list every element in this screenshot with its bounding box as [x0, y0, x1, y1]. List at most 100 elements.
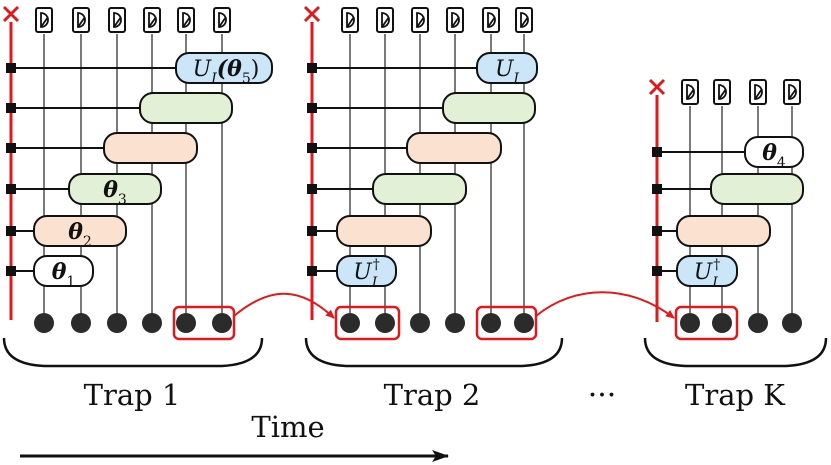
trap-k-control-square — [652, 226, 662, 236]
measurement-meter-icon — [376, 7, 394, 33]
qubit-dot-icon — [514, 313, 534, 333]
measurement-meter-needle — [346, 16, 355, 28]
measurement-meter-frame — [749, 79, 767, 105]
measurement-meter-needle — [754, 88, 763, 100]
trap-2-gate-0-label: UI — [495, 57, 520, 87]
measurement-meter-needle — [788, 88, 797, 100]
measurement-meter-frame — [713, 79, 731, 105]
trap-2-control-square — [307, 63, 317, 73]
trap-k-gate-box — [676, 255, 738, 287]
reset-cross-icon — [2, 5, 20, 23]
measurement-meter-icon — [72, 7, 90, 33]
measurement-meter-needle — [148, 16, 157, 28]
qubit-dot-icon — [712, 313, 732, 333]
qubit-dot-icon — [680, 313, 700, 333]
measurement-meter-frame — [411, 7, 429, 33]
trap-1-gate-5: θ1 — [33, 255, 94, 290]
reset-cross-icon — [303, 5, 321, 23]
trap-1-control-square — [6, 63, 16, 73]
measurement-meter-needle — [218, 16, 227, 28]
qubit-dot-icon — [410, 313, 430, 333]
trap-2-gate-3 — [372, 173, 467, 205]
trap-k-gate-box — [710, 173, 804, 205]
trap-2-gate-box — [372, 173, 467, 205]
trap-1-transfer-box — [172, 305, 236, 341]
trap-1-control-square — [6, 266, 16, 276]
measurement-meter-icon — [411, 7, 429, 33]
measurement-meter-icon — [213, 7, 231, 33]
measurement-meter-icon — [783, 79, 801, 105]
trap-1-gate-3-label: θ3 — [103, 177, 127, 208]
trap-1-gate-box — [103, 132, 198, 164]
trap-2-gate-2 — [406, 132, 502, 164]
measurement-meter-frame — [177, 7, 195, 33]
measurement-meter-needle — [416, 16, 425, 28]
measurement-meter-frame — [376, 7, 394, 33]
trap-2-gate-box — [336, 255, 397, 287]
trap-1-control-square — [6, 103, 16, 113]
measurement-meter-icon — [482, 7, 500, 33]
measurement-meter-icon — [681, 79, 699, 105]
measurement-meter-frame — [783, 79, 801, 105]
transfer-arrow-1-2 — [233, 292, 335, 319]
qubit-dot-icon — [176, 313, 196, 333]
trap-1-gate-box — [175, 52, 273, 84]
measurement-meter-frame — [108, 7, 126, 33]
measurement-meter-needle — [718, 88, 727, 100]
measurement-meter-needle — [77, 16, 86, 28]
trap-2-control-square — [307, 226, 317, 236]
measurement-meter-icon — [713, 79, 731, 105]
qubit-dot-icon — [142, 313, 162, 333]
measurement-meter-frame — [482, 7, 500, 33]
trap-1-control-square — [6, 143, 16, 153]
measurement-meter-frame — [446, 7, 464, 33]
trap-k-control-square — [652, 266, 662, 276]
measurement-meter-needle — [113, 16, 122, 28]
trap-k-control-square — [652, 184, 662, 194]
trap-1-gate-box — [33, 215, 127, 247]
qubit-dot-icon — [782, 313, 802, 333]
trap-2-gate-5: U†I — [336, 255, 397, 291]
trap-2-gate-5-label: U†I — [353, 257, 380, 291]
measurement-meter-frame — [35, 7, 53, 33]
trap-2-gate-0: UI — [476, 52, 538, 87]
trap-k-transfer-box — [674, 305, 739, 341]
measurement-meter-needle — [686, 88, 695, 100]
measurement-meter-icon — [341, 7, 359, 33]
measurement-meter-frame — [72, 7, 90, 33]
trap-2-trap-bowl — [304, 337, 564, 368]
trap-1-gate-0: UI(θ5) — [175, 52, 273, 87]
trap-1-control-square — [6, 184, 16, 194]
qubit-dot-icon — [445, 313, 465, 333]
trap-k-gate-1 — [710, 173, 804, 205]
measurement-meter-icon — [143, 7, 161, 33]
qubit-dot-icon — [212, 313, 232, 333]
trap-2-control-square — [307, 184, 317, 194]
measurement-meter-icon — [35, 7, 53, 33]
trap-1-gate-box — [139, 92, 233, 124]
trap-1-gate-0-label: UI(θ5) — [193, 56, 260, 87]
time-label: Time — [251, 410, 324, 444]
trap-1-gate-4-label: θ2 — [68, 219, 92, 250]
measurement-meter-icon — [515, 7, 533, 33]
trap-k-label: Trap K — [685, 378, 786, 412]
trap-2-transfer-box — [334, 305, 401, 341]
trap-2-transfer-box — [475, 305, 538, 341]
trap-k-gate-2 — [676, 215, 771, 247]
trap-k-gate-box — [676, 215, 771, 247]
qubit-dot-icon — [748, 313, 768, 333]
trap-1-gate-3: θ3 — [68, 173, 162, 208]
trap-2-gate-box — [406, 132, 502, 164]
trap-k-gate-0-label: θ4 — [762, 140, 786, 171]
trap-2-control-square — [307, 143, 317, 153]
measurement-meter-needle — [487, 16, 496, 28]
qubit-dot-icon — [107, 313, 127, 333]
trap-1-gate-5-label: θ1 — [52, 259, 76, 290]
measurement-meter-needle — [520, 16, 529, 28]
transfer-arrow-2-k — [535, 291, 675, 319]
measurement-meter-icon — [446, 7, 464, 33]
trap-2-label: Trap 2 — [384, 378, 481, 412]
trap-2-gate-box — [476, 52, 538, 84]
ellipsis: ··· — [588, 378, 617, 413]
